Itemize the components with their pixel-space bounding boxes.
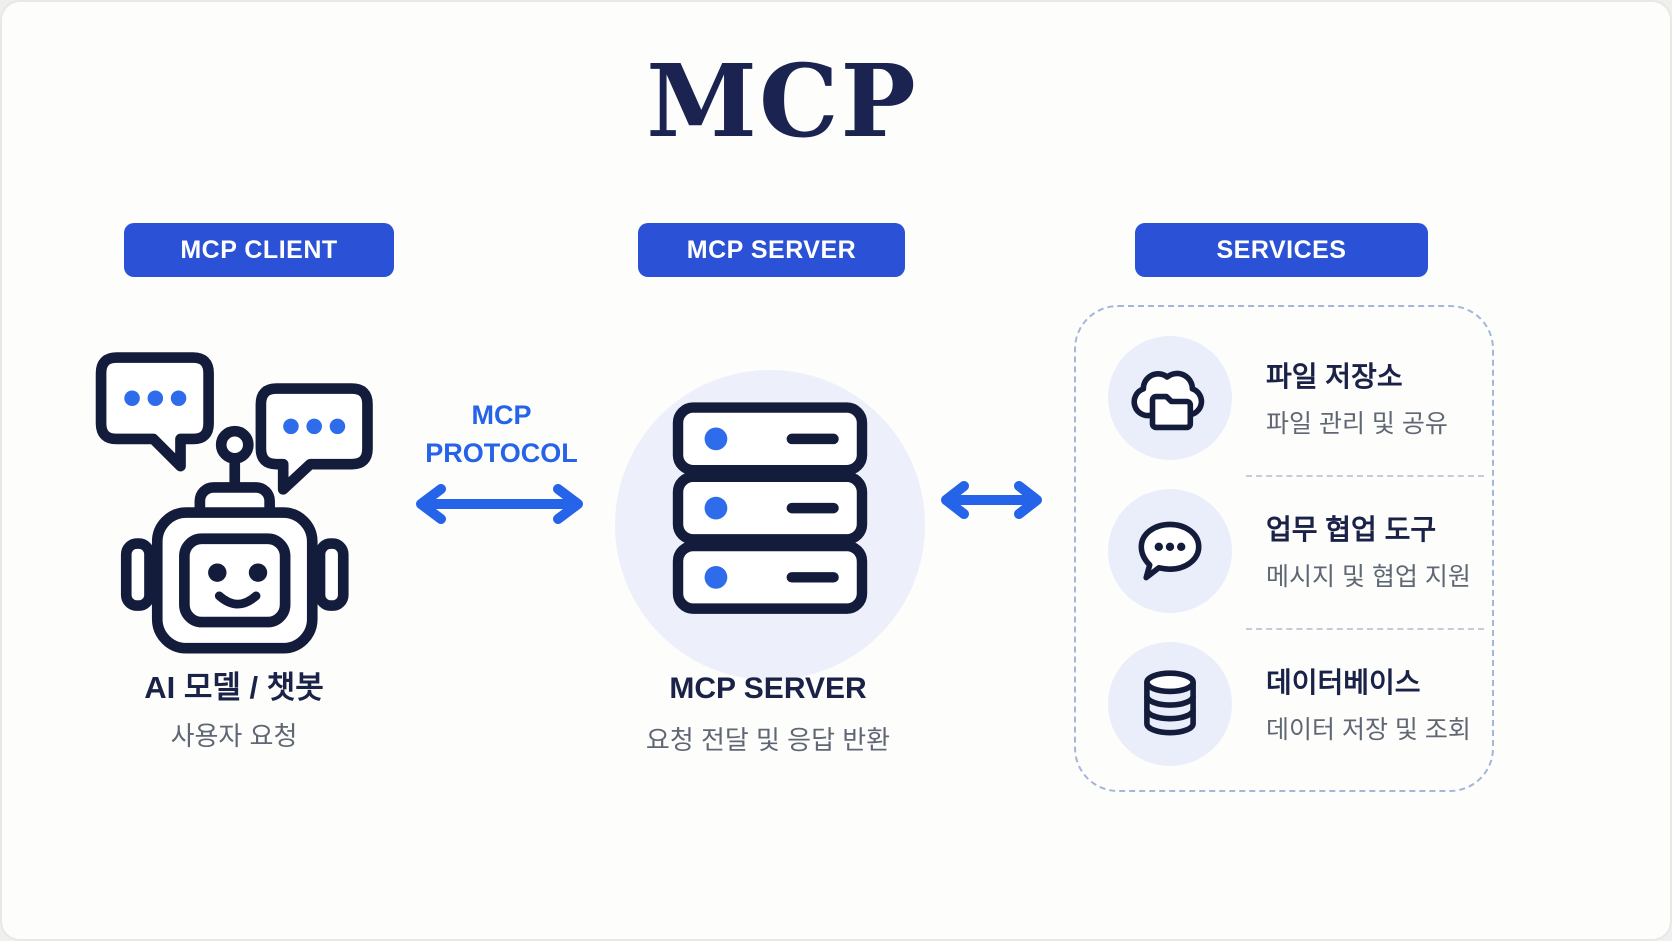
client-subtitle: 사용자 요청 <box>170 721 298 751</box>
mcp-server-badge: MCP SERVER <box>638 223 905 277</box>
client-server-arrow-icon <box>407 484 592 524</box>
database-icon <box>1108 641 1232 766</box>
service-title-collaboration: 업무 협업 도구 <box>1266 514 1437 545</box>
service-row-database: 데이터베이스 데이터 저장 및 조회 <box>1108 641 1478 766</box>
services-divider-2 <box>1246 628 1484 630</box>
chat-bubble-icon <box>1108 488 1232 613</box>
services-badge-label: SERVICES <box>1216 235 1347 264</box>
services-badge: SERVICES <box>1135 223 1428 277</box>
service-title-database: 데이터베이스 <box>1266 667 1421 698</box>
mcp-protocol-label: MCP PROTOCOL <box>394 396 609 472</box>
page-title: MCP <box>646 42 918 160</box>
robot-chatbot-icon <box>72 340 382 660</box>
service-subtitle-collaboration: 메시지 및 협업 지원 <box>1266 563 1471 591</box>
mcp-server-badge-label: MCP SERVER <box>686 235 857 264</box>
mcp-client-badge-label: MCP CLIENT <box>180 235 338 264</box>
service-row-collaboration: 업무 협업 도구 메시지 및 협업 지원 <box>1108 488 1478 613</box>
server-services-arrow-icon <box>934 480 1049 520</box>
server-stack-icon <box>670 400 870 620</box>
services-panel: 파일 저장소 파일 관리 및 공유 업무 협업 도구 메시지 및 협업 지원 <box>1074 305 1494 792</box>
services-divider-1 <box>1246 475 1484 477</box>
mcp-protocol-line2: PROTOCOL <box>425 438 578 468</box>
mcp-protocol-line1: MCP <box>471 400 532 430</box>
server-title: MCP SERVER <box>669 672 867 705</box>
service-subtitle-database: 데이터 저장 및 조회 <box>1266 716 1471 744</box>
service-row-file-storage: 파일 저장소 파일 관리 및 공유 <box>1108 335 1478 460</box>
service-subtitle-file-storage: 파일 관리 및 공유 <box>1266 410 1448 438</box>
mcp-client-badge: MCP CLIENT <box>124 223 394 277</box>
client-title: AI 모델 / 챗봇 <box>144 670 324 705</box>
server-subtitle: 요청 전달 및 응답 반환 <box>645 725 891 755</box>
service-title-file-storage: 파일 저장소 <box>1266 361 1403 392</box>
cloud-folder-icon <box>1108 335 1232 460</box>
